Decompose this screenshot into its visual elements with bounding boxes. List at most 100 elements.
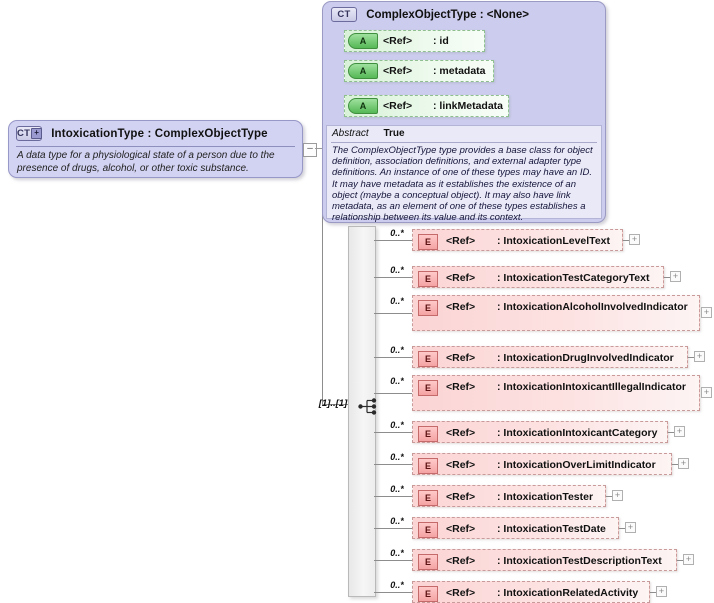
element-name: : IntoxicationIntoxicantCategory [497,427,658,439]
expand-button[interactable]: + [694,351,705,362]
complex-type-icon: CT+ [16,126,43,141]
element-row[interactable]: E <Ref> : IntoxicationIntoxicantIllegalI… [412,375,700,411]
expand-button[interactable]: + [701,387,712,398]
element-icon: E [418,458,438,474]
divider [331,142,597,143]
element-icon: E [418,380,438,396]
complex-type-icon: CT [331,7,357,22]
complex-object-type-title: CT ComplexObjectType : <None> [331,7,529,24]
element-name: : IntoxicationTestCategoryText [497,272,650,284]
element-ref: <Ref> [446,459,476,471]
expand-button[interactable]: + [625,522,636,533]
connector-element [374,432,412,433]
element-icon: E [418,300,438,316]
element-cardinality: 0..* [390,228,404,238]
element-row[interactable]: E <Ref> : IntoxicationTestCategoryText [412,266,664,288]
element-icon: E [418,554,438,570]
element-row[interactable]: E <Ref> : IntoxicationLevelText [412,229,623,251]
expand-button[interactable]: + [674,426,685,437]
attribute-row[interactable]: A <Ref> : id [344,30,485,52]
attribute-name: : id [433,35,449,47]
intoxication-type-box[interactable]: CT+ IntoxicationType : ComplexObjectType… [8,120,303,178]
element-ref: <Ref> [446,301,476,313]
connector-expand [677,560,683,561]
element-row[interactable]: E <Ref> : IntoxicationIntoxicantCategory [412,421,668,443]
attribute-row[interactable]: A <Ref> : linkMetadata [344,95,509,117]
element-ref: <Ref> [446,235,476,247]
connector-root-to-seq-horizontal [322,404,348,405]
expand-button[interactable]: + [656,586,667,597]
expand-button[interactable]: + [629,234,640,245]
abstract-value: True [383,128,405,139]
element-row[interactable]: E <Ref> : IntoxicationOverLimitIndicator [412,453,672,475]
element-cardinality: 0..* [390,548,404,558]
intoxication-type-title: CT+ IntoxicationType : ComplexObjectType [16,126,296,143]
collapse-toggle-button[interactable]: – [303,143,317,157]
element-cardinality: 0..* [390,296,404,306]
expand-button[interactable]: + [670,271,681,282]
connector-expand [664,277,670,278]
connector-stub [315,148,323,149]
connector-element [374,393,412,394]
divider [16,146,295,147]
attribute-ref: <Ref> [383,100,413,112]
element-cardinality: 0..* [390,580,404,590]
expand-button[interactable]: + [701,307,712,318]
sequence-bar[interactable] [348,226,376,597]
connector-element [374,357,412,358]
sequence-cardinality: [1]..[1] [318,398,348,409]
element-name: : IntoxicationDrugInvolvedIndicator [497,352,674,364]
element-name: : IntoxicationRelatedActivity [497,587,639,599]
element-row[interactable]: E <Ref> : IntoxicationTester [412,485,606,507]
element-name: : IntoxicationAlcoholInvolvedIndicator [497,301,688,313]
attribute-icon: A [348,98,378,114]
attribute-ref: <Ref> [383,35,413,47]
element-icon: E [418,522,438,538]
sequence-compositor-icon [358,398,380,415]
connector-element [374,313,412,314]
element-icon: E [418,351,438,367]
connector-root-to-seq-vertical [322,149,323,404]
element-name: : IntoxicationIntoxicantIllegalIndicator [497,381,687,393]
element-icon: E [418,490,438,506]
attribute-icon: A [348,33,378,49]
connector-expand [606,496,612,497]
element-cardinality: 0..* [390,376,404,386]
element-ref: <Ref> [446,587,476,599]
connector-element [374,464,412,465]
connector-expand [672,464,678,465]
element-cardinality: 0..* [390,420,404,430]
element-ref: <Ref> [446,381,476,393]
expand-button[interactable]: + [683,554,694,565]
attribute-icon: A [348,63,378,79]
element-cardinality: 0..* [390,484,404,494]
attribute-row[interactable]: A <Ref> : metadata [344,60,494,82]
expand-plus-icon[interactable]: + [31,128,43,139]
connector-element [374,240,412,241]
element-cardinality: 0..* [390,516,404,526]
expand-button[interactable]: + [678,458,689,469]
element-ref: <Ref> [446,352,476,364]
element-cardinality: 0..* [390,265,404,275]
element-cardinality: 0..* [390,452,404,462]
element-row[interactable]: E <Ref> : IntoxicationRelatedActivity [412,581,650,603]
abstract-info-block: Abstract True The ComplexObjectType type… [326,125,602,223]
element-icon: E [418,271,438,287]
element-name: : IntoxicationOverLimitIndicator [497,459,656,471]
element-ref: <Ref> [446,427,476,439]
element-ref: <Ref> [446,491,476,503]
expand-button[interactable]: + [612,490,623,501]
intoxication-type-documentation: A data type for a physiological state of… [17,150,275,174]
element-ref: <Ref> [446,555,476,567]
element-name: : IntoxicationTestDescriptionText [497,555,662,567]
element-row[interactable]: E <Ref> : IntoxicationDrugInvolvedIndica… [412,346,688,368]
element-ref: <Ref> [446,272,476,284]
connector-expand [668,432,674,433]
abstract-header: Abstract True [332,128,597,141]
element-icon: E [418,426,438,442]
abstract-label: Abstract [332,128,369,139]
connector-expand [619,528,625,529]
element-row[interactable]: E <Ref> : IntoxicationAlcoholInvolvedInd… [412,295,700,331]
element-row[interactable]: E <Ref> : IntoxicationTestDate [412,517,619,539]
element-row[interactable]: E <Ref> : IntoxicationTestDescriptionTex… [412,549,677,571]
